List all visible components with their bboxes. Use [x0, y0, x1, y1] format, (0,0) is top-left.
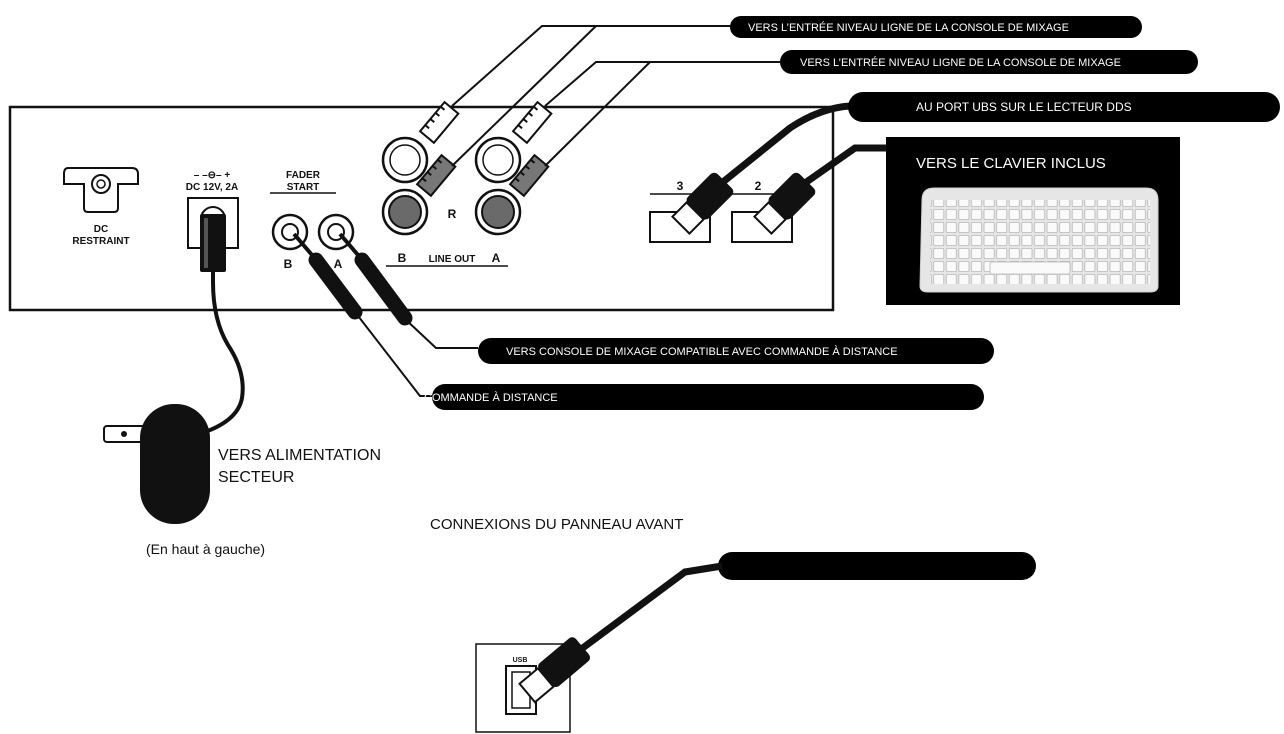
ac-power-label-2: SECTEUR: [218, 469, 295, 486]
dc-rating-label: DC 12V, 2A: [186, 182, 238, 193]
rca-cable-3: [544, 61, 780, 107]
label-mixer-line-in-2: [780, 50, 1198, 74]
usb-cable-dds: [710, 102, 851, 193]
line-out-label: LINE OUT: [429, 254, 476, 265]
fader-plug-b: [292, 232, 363, 320]
fader-label-2: START: [287, 182, 320, 193]
line-out-jack-r-a: [474, 188, 522, 236]
rca-cable-1: [451, 25, 730, 107]
rca-plug-r-a: [508, 153, 550, 198]
keyboard-illustration: [919, 187, 1159, 293]
label-mixer-remote: [478, 338, 994, 364]
line-out-a-label: A: [492, 251, 501, 265]
line-out-jack-r-b: [381, 188, 429, 236]
fader-b-label: B: [284, 257, 293, 271]
label-usb-port-dds-text: AU PORT UBS SUR LE LECTEUR DDS: [916, 100, 1132, 114]
label-usb-port-dds: [848, 92, 1280, 122]
fader-plug-a: [338, 232, 413, 326]
front-usb-cable: [577, 562, 723, 653]
keyboard-label: VERS LE CLAVIER INCLUS: [916, 155, 1106, 172]
ac-power-label-1: VERS ALIMENTATION: [218, 447, 381, 464]
fader-a-label: A: [334, 257, 343, 271]
label-remote-text: COMMANDE À DISTANCE: [424, 391, 558, 404]
line-out-jack-l-b: [381, 136, 429, 184]
front-usb-plug: [518, 637, 591, 704]
rca-plug-r-b: [415, 153, 457, 198]
fader-cable-a: [403, 317, 478, 349]
rca-plug-l-a: [511, 100, 553, 145]
rca-cable-4: [544, 61, 651, 167]
rca-plug-l-b: [418, 100, 460, 145]
dc-polarity-symbol: – –⊖– +: [194, 170, 231, 181]
line-out-jack-l-a: [474, 136, 522, 184]
label-mixer-line-in-1-text: VERS L’ENTRÉE NIVEAU LIGNE DE LA CONSOLE…: [748, 21, 1069, 34]
dc-restraint-label-2: RESTRAINT: [72, 236, 129, 247]
label-mixer-remote-text: VERS CONSOLE DE MIXAGE COMPATIBLE AVEC C…: [506, 345, 898, 358]
dc-power-cable: [204, 272, 245, 434]
dc-restraint-label-1: DC: [94, 224, 108, 235]
fader-cable-b: [354, 311, 432, 397]
label-mixer-line-in-2-text: VERS L’ENTRÉE NIVEAU LIGNE DE LA CONSOLE…: [800, 56, 1121, 69]
rca-cable-2: [451, 25, 597, 167]
line-out-b-label: B: [398, 251, 407, 265]
top-left-note: (En haut à gauche): [146, 541, 266, 557]
label-mixer-line-in-1: [730, 16, 1142, 38]
usb-port-2-label: 2: [755, 179, 762, 193]
fader-label-1: FADER: [286, 170, 321, 181]
usb-cable-keyboard: [792, 144, 890, 193]
front-usb-label: USB: [513, 657, 528, 664]
label-front-usb: [718, 552, 1036, 580]
front-panel-connections-title: CONNEXIONS DU PANNEAU AVANT: [430, 516, 684, 533]
ac-adapter: [103, 404, 210, 524]
usb-port-3-label: 3: [677, 179, 684, 193]
dc-power-jack: [187, 197, 239, 272]
dc-restraint-clip: [63, 167, 139, 213]
label-remote: [432, 384, 984, 410]
line-out-r-label: R: [448, 207, 457, 221]
